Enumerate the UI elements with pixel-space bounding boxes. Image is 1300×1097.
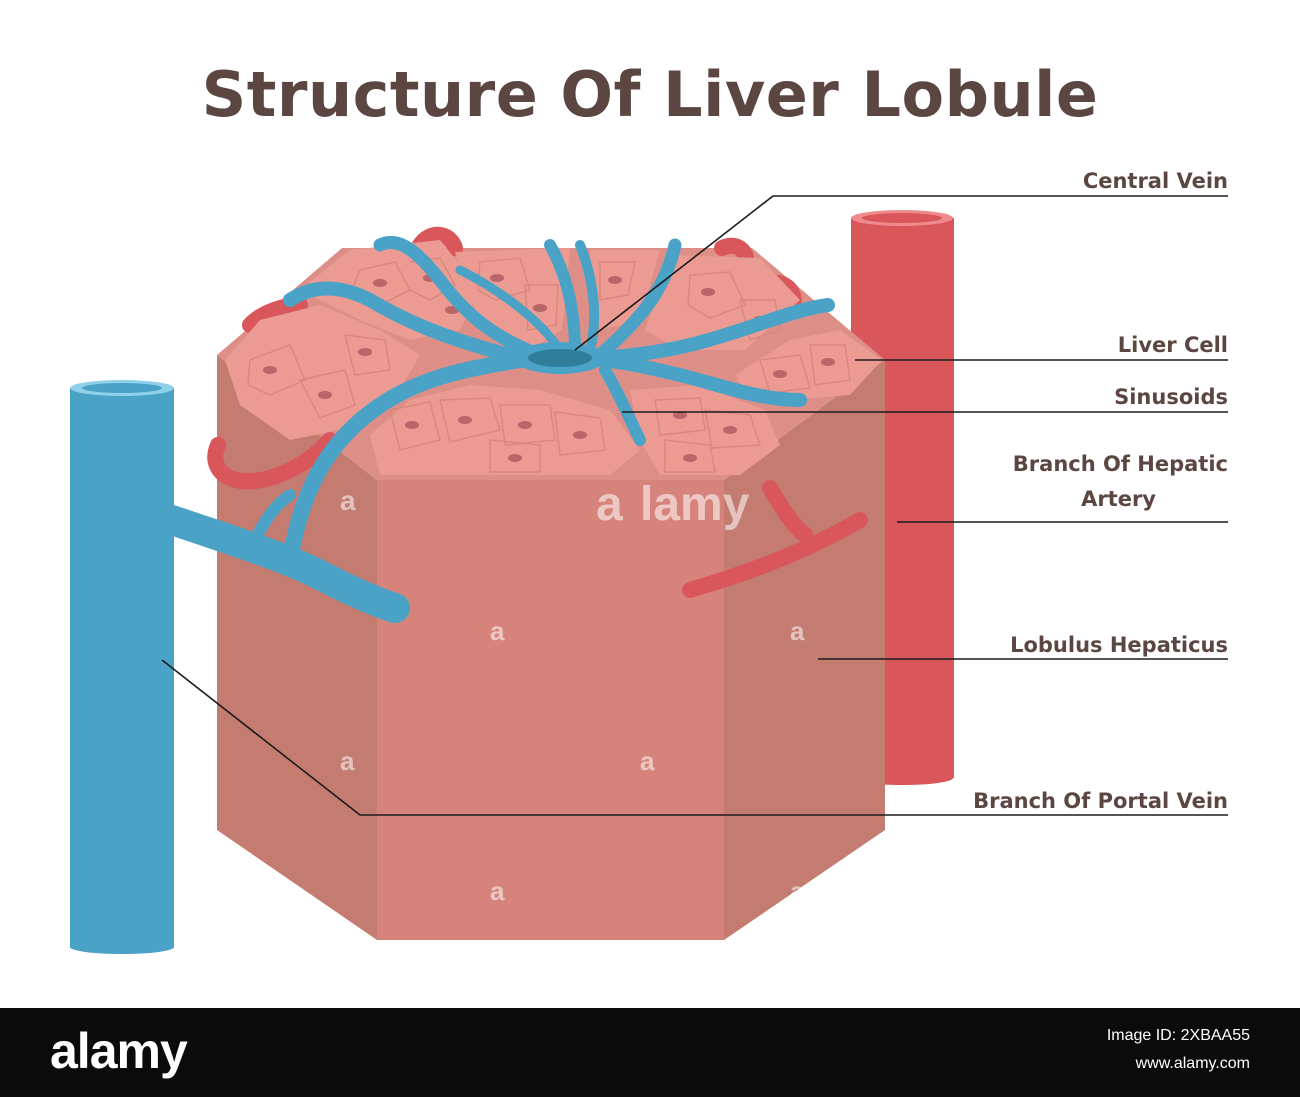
labels: Central Vein Liver Cell Sinusoids Branch…: [973, 169, 1228, 813]
svg-text:a: a: [490, 876, 505, 906]
label-hepatic-artery-line1: Branch Of Hepatic: [1013, 452, 1228, 476]
watermark-overlay: a lamy a a a a a a a: [340, 478, 805, 906]
svg-text:a: a: [640, 746, 655, 776]
label-sinusoids: Sinusoids: [1114, 385, 1228, 409]
page-title: Structure Of Liver Lobule: [201, 58, 1099, 131]
image-meta: Image ID: 2XBAA55 www.alamy.com: [1107, 1022, 1250, 1078]
central-vein: [514, 342, 606, 374]
prism-left-face: [217, 355, 377, 940]
alamy-logo: alamy: [50, 1023, 188, 1079]
leader-lines: [161, 195, 1228, 816]
portal-vein-tube: [70, 380, 174, 954]
label-hepatic-artery-line2: Artery: [1081, 487, 1156, 511]
label-lobulus-hepaticus: Lobulus Hepaticus: [1010, 633, 1228, 657]
svg-text:a: a: [340, 485, 356, 516]
leader-central-vein: [574, 195, 1228, 351]
watermark-footer: alamy Image ID: 2XBAA55 www.alamy.com: [0, 1008, 1300, 1097]
svg-text:a: a: [790, 616, 805, 646]
image-id: Image ID: 2XBAA55: [1106, 1027, 1250, 1044]
site-url: www.alamy.com: [1135, 1055, 1250, 1072]
prism-front-face: [377, 480, 724, 940]
svg-text:a: a: [490, 616, 505, 646]
label-portal-vein: Branch Of Portal Vein: [973, 789, 1228, 813]
label-central-vein: Central Vein: [1083, 169, 1228, 193]
sinusoids: [157, 235, 835, 623]
label-liver-cell: Liver Cell: [1118, 333, 1228, 357]
svg-text:a: a: [596, 478, 623, 531]
svg-text:a: a: [340, 746, 355, 776]
cell-outlines: [247, 257, 851, 473]
leader-portal-vein: [161, 659, 1228, 816]
svg-text:a: a: [790, 876, 805, 906]
svg-text:lamy: lamy: [640, 478, 750, 531]
liver-lobule-diagram: a lamy a a a a a a a Central Vein Liver …: [70, 169, 1228, 954]
prism-right-face: [724, 360, 885, 940]
